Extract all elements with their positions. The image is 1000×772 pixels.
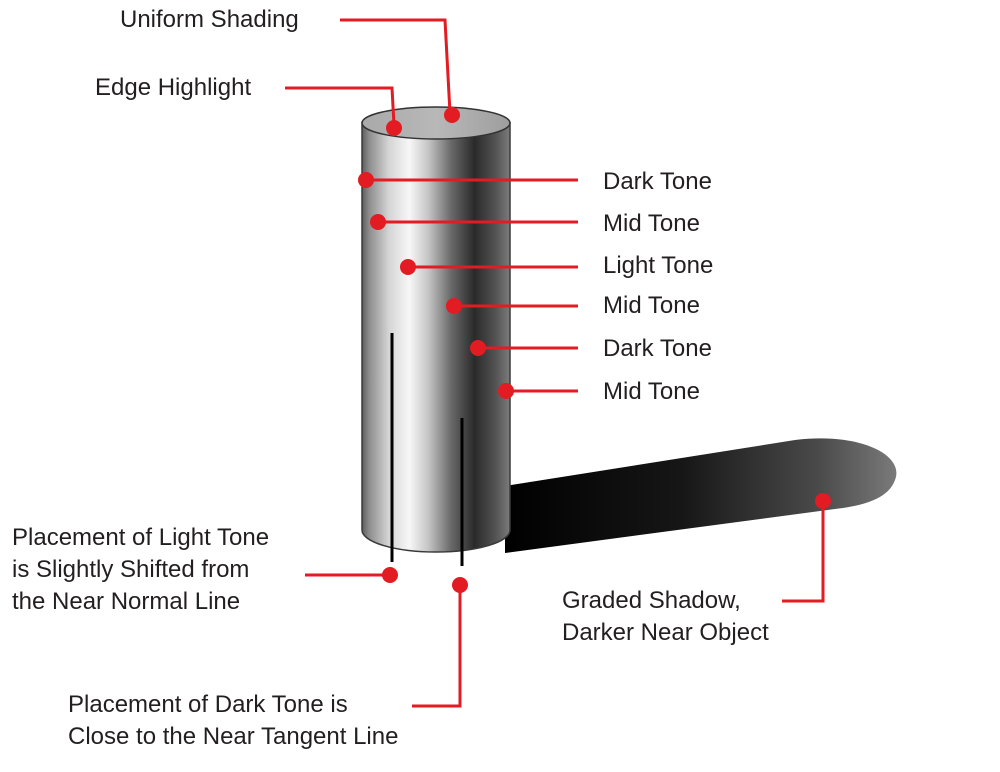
- label-dark-placement: Placement of Dark Tone is Close to the N…: [68, 689, 398, 753]
- dot-edge-highlight: [386, 120, 402, 136]
- dot-graded-shadow: [815, 493, 831, 509]
- label-light-placement-line-2: is Slightly Shifted from: [12, 556, 250, 584]
- label-tone-6: Mid Tone: [603, 378, 700, 405]
- dot-tone-4: [446, 298, 462, 314]
- label-edge-highlight: Edge Highlight: [95, 74, 252, 101]
- dot-dark-placement: [452, 577, 468, 593]
- callout-leaders: [285, 18, 825, 708]
- leader-uniform-shading: [340, 18, 452, 114]
- dot-tone-3: [400, 259, 416, 275]
- label-dark-placement-line-2: Close to the Near Tangent Line: [68, 723, 399, 751]
- label-light-placement-line-3: the Near Normal Line: [12, 588, 241, 616]
- label-tone-3: Light Tone: [603, 252, 714, 279]
- label-tone-5: Dark Tone: [603, 335, 712, 362]
- label-tone-1: Dark Tone: [603, 168, 712, 195]
- dot-uniform-shading: [444, 107, 460, 123]
- label-graded-shadow-line-2: Darker Near Object: [562, 619, 769, 647]
- cylinder-top-face: [361, 106, 511, 140]
- dot-tone-1: [358, 172, 374, 188]
- dot-light-placement: [382, 567, 398, 583]
- label-light-placement: Placement of Light Tone is Slightly Shif…: [12, 522, 269, 618]
- dot-tone-6: [498, 383, 514, 399]
- callout-dots: [358, 107, 831, 593]
- label-graded-shadow-line-1: Graded Shadow,: [562, 587, 741, 614]
- leader-graded-shadow: [782, 501, 825, 603]
- dot-tone-5: [470, 340, 486, 356]
- label-graded-shadow: Graded Shadow, Darker Near Object: [562, 585, 769, 649]
- label-uniform-shading: Uniform Shading: [120, 6, 299, 33]
- label-tone-2: Mid Tone: [603, 210, 700, 237]
- graded-shadow: [505, 438, 897, 553]
- leader-edge-highlight: [285, 86, 396, 126]
- label-dark-placement-line-1: Placement of Dark Tone is: [68, 691, 348, 718]
- label-light-placement-line-1: Placement of Light Tone: [12, 524, 270, 551]
- leader-dark-placement: [412, 585, 462, 708]
- cylinder-body: [361, 122, 511, 553]
- label-tone-4: Mid Tone: [603, 292, 700, 319]
- dot-tone-2: [370, 214, 386, 230]
